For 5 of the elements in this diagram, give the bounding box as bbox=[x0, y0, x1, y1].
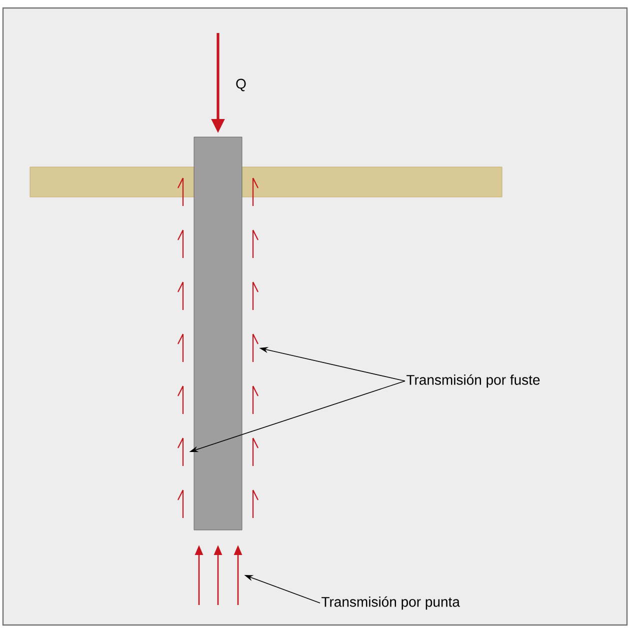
callout-text: Transmisión por punta bbox=[322, 596, 460, 610]
callout-text: Transmisión por fuste bbox=[406, 374, 540, 388]
label: Q bbox=[236, 78, 246, 92]
force-arrow bbox=[252, 333, 259, 363]
force-arrow bbox=[177, 437, 184, 467]
